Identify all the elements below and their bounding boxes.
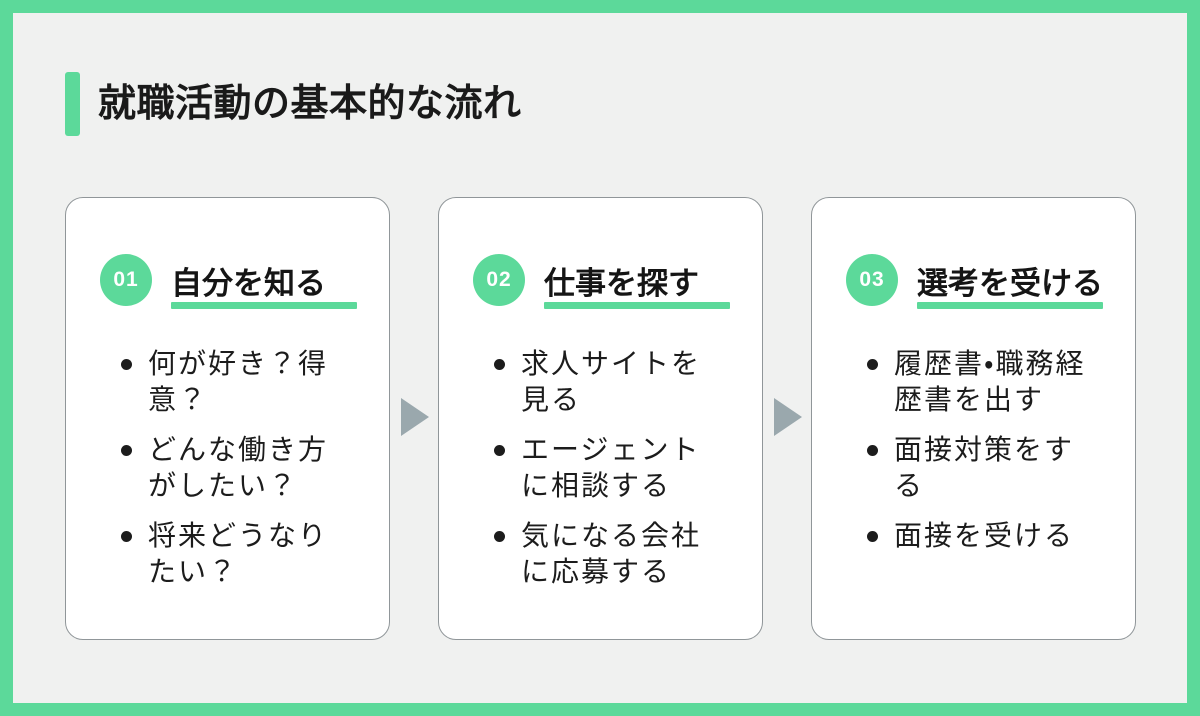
step-bullet-item: 面接を受ける (867, 518, 1090, 554)
title-accent-bar (65, 72, 80, 136)
page-title: 就職活動の基本的な流れ (98, 83, 522, 125)
step-bullet-item: 気になる会社に応募する (494, 518, 717, 590)
step-bullet-item: 面接対策をする (867, 432, 1090, 504)
step-number: 01 (113, 268, 139, 291)
step-bullet-item: エージェントに相談する (494, 432, 717, 504)
step-title: 自分を知る (171, 265, 326, 301)
step-bullet-list: 何が好き？得意？ どんな働き方がしたい？ 将来どうなりたい？ (121, 346, 344, 604)
step-card-1: 01 自分を知る 何が好き？得意？ どんな働き方がしたい？ 将来どうなりたい？ (65, 197, 390, 640)
step-title-underline (544, 302, 730, 309)
step-bullet-list: 求人サイトを見る エージェントに相談する 気になる会社に応募する (494, 346, 717, 604)
flow-arrow-icon (401, 398, 429, 436)
step-number-badge: 03 (846, 254, 898, 306)
step-number: 03 (859, 268, 885, 291)
step-bullet-item: 履歴書・職務経歴書を出す (867, 346, 1090, 418)
step-title-underline (917, 302, 1103, 309)
step-title-underline (171, 302, 357, 309)
step-bullet-item: どんな働き方がしたい？ (121, 432, 344, 504)
step-bullet-item: 何が好き？得意？ (121, 346, 344, 418)
step-title: 仕事を探す (544, 265, 699, 301)
step-number-badge: 01 (100, 254, 152, 306)
step-number-badge: 02 (473, 254, 525, 306)
flow-arrow-icon (774, 398, 802, 436)
step-card-3: 03 選考を受ける 履歴書・職務経歴書を出す 面接対策をする 面接を受ける (811, 197, 1136, 640)
step-title: 選考を受ける (917, 265, 1103, 301)
step-bullet-item: 将来どうなりたい？ (121, 518, 344, 590)
step-card-2: 02 仕事を探す 求人サイトを見る エージェントに相談する 気になる会社に応募す… (438, 197, 763, 640)
step-bullet-item: 求人サイトを見る (494, 346, 717, 418)
step-bullet-list: 履歴書・職務経歴書を出す 面接対策をする 面接を受ける (867, 346, 1090, 568)
step-number: 02 (486, 268, 512, 291)
